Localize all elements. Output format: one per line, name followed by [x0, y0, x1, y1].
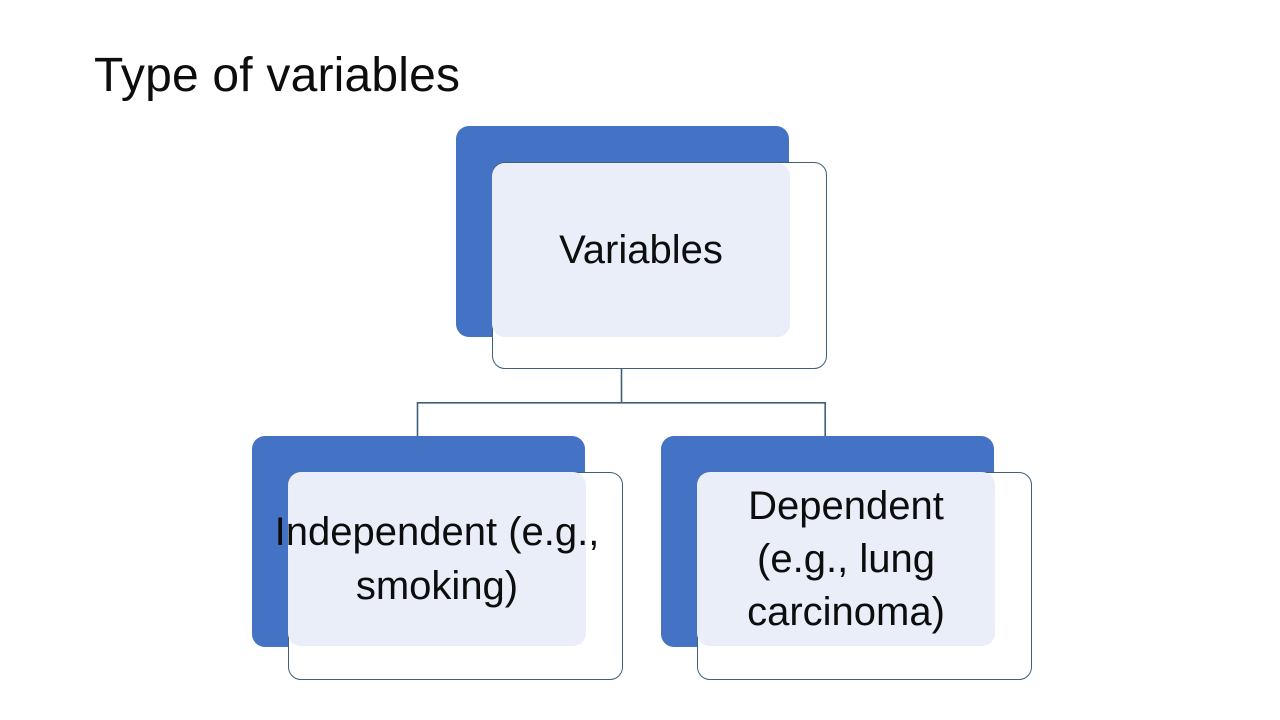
- page-title: Type of variables: [94, 49, 461, 102]
- node-fill-card: [697, 472, 995, 646]
- node-label-dependent: Dependent (e.g., lung carcinoma): [747, 483, 945, 634]
- node-label-variables: Variables: [559, 228, 723, 272]
- node-label-independent: Independent (e.g., smoking): [274, 510, 600, 608]
- node-fill-card: [492, 163, 790, 337]
- node-dependent[interactable]: Dependent (e.g., lung carcinoma): [655, 430, 1045, 690]
- node-fill-card: [288, 472, 586, 646]
- node-variables[interactable]: Variables: [450, 120, 840, 380]
- node-independent[interactable]: Independent (e.g., smoking): [246, 430, 636, 690]
